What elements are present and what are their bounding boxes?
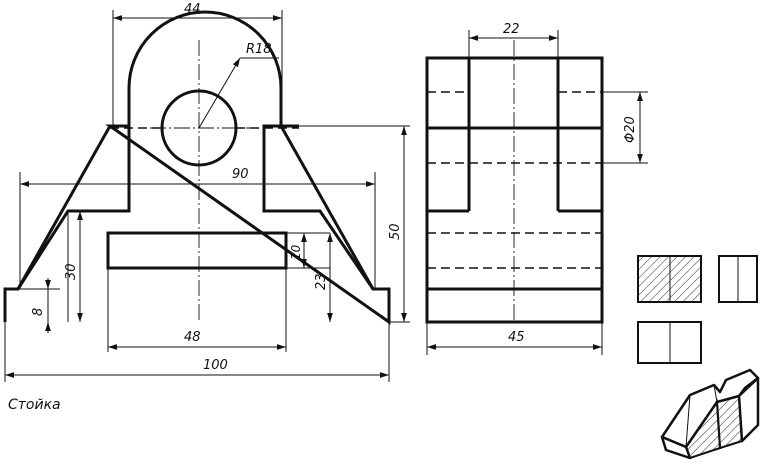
dim-23: 23 — [314, 273, 329, 290]
dim-30: 30 — [64, 263, 79, 280]
dim-44: 44 — [184, 2, 201, 17]
front-right-slope — [279, 125, 375, 290]
front-dimensions: 44 R18 90 50 30 10 23 8 — [4, 2, 410, 382]
front-slot — [106, 231, 288, 270]
dim-100: 100 — [203, 358, 228, 373]
dim-22: 22 — [503, 22, 520, 37]
drawing-caption: Стойка — [8, 397, 61, 413]
dim-50: 50 — [388, 223, 403, 240]
dim-phi20: Φ20 — [623, 116, 638, 143]
side-dimensions: 22 Φ20 45 — [426, 22, 648, 355]
dim-45: 45 — [508, 330, 525, 345]
dim-8: 8 — [31, 308, 46, 316]
dim-90: 90 — [232, 167, 249, 182]
section-thumbnails — [637, 255, 758, 364]
front-outline — [3, 10, 391, 325]
dim-10: 10 — [289, 244, 303, 260]
side-view — [425, 40, 604, 324]
front-view — [3, 10, 391, 325]
isometric-view — [660, 368, 760, 460]
dim-r18: R18 — [246, 42, 272, 57]
dim-48: 48 — [184, 330, 201, 345]
front-left-slope — [16, 125, 112, 290]
